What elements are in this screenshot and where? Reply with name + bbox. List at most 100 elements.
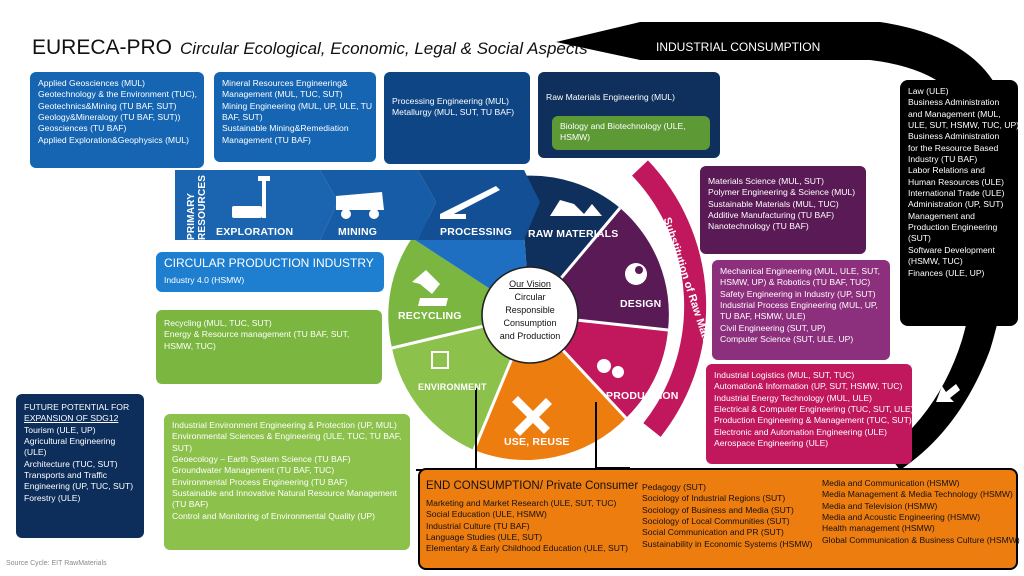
box-line: Labor Relations and xyxy=(908,165,985,176)
box-line: Media and Acoustic Engineering (HSMW) xyxy=(822,512,981,523)
box-line: Media Management & Media Technology (HSM… xyxy=(822,489,1013,500)
box-line: Forestry (ULE) xyxy=(24,492,81,503)
box-line: Polymer Engineering & Science (MUL) xyxy=(708,187,856,198)
exploration-label: EXPLORATION xyxy=(216,226,294,238)
box-line: Marketing and Market Research (ULE, SUT,… xyxy=(426,498,617,508)
box-line: Groundwater Management (TU BAF, TUC) xyxy=(172,465,335,476)
dump-truck-icon xyxy=(336,192,384,219)
law-business-box: Law (ULE) Business Administration and Ma… xyxy=(900,80,1018,326)
end-consumption-box: END CONSUMPTION/ Private Consumer Market… xyxy=(418,468,1020,570)
gears-icon xyxy=(597,359,624,378)
box-line: Biology and Biotechnology (ULE, xyxy=(560,121,686,131)
biology-box: Biology and Biotechnology (ULE, HSMW) xyxy=(552,116,710,150)
cpi-title: CIRCULAR PRODUCTION INDUSTRY xyxy=(164,256,374,270)
box-line: Sociology of Industrial Regions (SUT) xyxy=(642,493,786,504)
box-line: Transports and Traffic xyxy=(24,470,108,481)
vision-line: Consumption xyxy=(503,318,557,329)
box-line: (ULE) xyxy=(24,447,47,458)
box-line: Sustainability in Economic Systems (HSMW… xyxy=(642,538,813,549)
circular-production-box: CIRCULAR PRODUCTION INDUSTRY Industry 4.… xyxy=(156,252,384,292)
box-line: Automation& Information (UP, SUT, HSMW, … xyxy=(714,381,903,392)
box-line: International Trade (ULE) xyxy=(908,188,1005,199)
box-line: Sociology of Business and Media (SUT) xyxy=(642,504,794,515)
box-line: Applied Exploration&Geophysics (MUL) xyxy=(38,134,189,145)
box-line: HSMW, UP) & Robotics (TU BAF, TUC) xyxy=(720,277,871,288)
box-line: Elementary & Early Childhood Education (… xyxy=(426,543,629,554)
box-line: and Management (MUL, xyxy=(908,108,1001,119)
processing-label: PROCESSING xyxy=(440,226,513,238)
box-line: Language Studies (ULE, SUT) xyxy=(426,532,543,543)
box-line: Engineering (UP, TUC, SUT) xyxy=(24,481,134,492)
mining-label: MINING xyxy=(338,226,378,238)
end-consumption-col1: Marketing and Market Research (ULE, SUT,… xyxy=(426,498,628,555)
box-line: Agricultural Engineering xyxy=(24,436,116,447)
box-line: Management (MUL, TUC, SUT) xyxy=(222,89,343,100)
box-line: Aerospace Engineering (ULE) xyxy=(714,438,829,449)
box-line: Computer Science (SUT, ULE, UP) xyxy=(720,334,854,345)
materials-science-box: Materials Science (MUL, SUT) Polymer Eng… xyxy=(700,166,866,254)
arrow-left-icon xyxy=(848,66,876,83)
box-line: Sociology of Local Communities (SUT) xyxy=(642,516,790,527)
box-line: Management (TU BAF) xyxy=(222,134,311,145)
box-line: Social Education (ULE, HSMW) xyxy=(426,509,547,520)
box-line: (HSMW, TUC) xyxy=(908,256,963,267)
box-line: ULE, SUT, HSMW, TUC, UP) xyxy=(908,120,1018,131)
box-line: Business Administration xyxy=(908,131,1000,142)
primary-line: RESOURCES xyxy=(197,174,208,240)
source-note: Source Cycle: EIT RawMaterials xyxy=(6,560,107,567)
use-reuse-label: USE, REUSE xyxy=(504,436,570,448)
box-line: Materials Science (MUL, SUT) xyxy=(708,176,825,186)
primary-line: PRIMARY xyxy=(186,192,197,240)
box-line: Geotechnics&Mining (TU BAF, SUT) xyxy=(38,100,177,111)
box-line: Mineral Resources Engineering& xyxy=(222,78,348,88)
box-line: Industrial Environment Engineering & Pro… xyxy=(172,420,397,430)
exploration-band xyxy=(175,170,338,240)
geosciences-box: Applied Geosciences (MUL) Geotechnology … xyxy=(30,72,204,168)
environment-box: Industrial Environment Engineering & Pro… xyxy=(164,414,410,550)
box-line: TU BAF, HSMW, ULE) xyxy=(720,311,806,322)
box-line: (SUT) xyxy=(908,233,931,244)
end-consumption-col3: Media and Communication (HSMW) Media Man… xyxy=(822,478,1020,546)
drill-rig-icon xyxy=(232,176,270,218)
box-line: Industrial Process Engineering (MUL, UP, xyxy=(720,300,878,311)
box-line: Mining Engineering (MUL, UP, ULE, TU xyxy=(222,100,373,111)
vision-line: Responsible xyxy=(505,305,555,316)
box-line: (TU BAF) xyxy=(172,499,209,510)
primary-resources-label: PRIMARY RESOURCES xyxy=(186,175,208,240)
box-line: Civil Engineering (SUT, UP) xyxy=(720,322,826,333)
box-line: HSMW, TUC) xyxy=(164,340,216,351)
processing-band xyxy=(418,170,540,240)
box-line: Geology&Mineralogy (TU BAF, SUT)) xyxy=(38,112,181,123)
box-line: Health management (HSMW) xyxy=(822,523,935,534)
box-line: Global Communication & Business Culture … xyxy=(822,534,1020,545)
box-line: Architecture (TUC, SUT) xyxy=(24,458,118,469)
box-line: Production Engineering & Management (TUC… xyxy=(714,415,912,426)
vision-heading: Our Vision xyxy=(509,279,551,289)
industrial-consumption-label: INDUSTRIAL CONSUMPTION xyxy=(656,40,821,54)
box-line: Applied Geosciences (MUL) xyxy=(38,78,145,88)
design-label: DESIGN xyxy=(620,298,662,310)
box-line: Environmental Sciences & Engineering (UL… xyxy=(172,431,402,442)
processing-box: Processing Engineering (MUL) Metallurgy … xyxy=(384,72,530,164)
box-line: Processing Engineering (MUL) xyxy=(392,96,510,106)
box-line: Administration (UP, SUT) xyxy=(908,199,1004,210)
head-gears-icon xyxy=(625,263,647,285)
vision-line: Circular xyxy=(514,292,546,303)
tools-icon xyxy=(512,396,552,436)
box-line: Finances (ULE, UP) xyxy=(908,267,985,278)
box-line: Nanotechnology (TU BAF) xyxy=(708,221,809,232)
box-line: Electronic and Automation Engineering (U… xyxy=(714,426,887,437)
box-line: Control and Monitoring of Environmental … xyxy=(172,510,375,521)
recycle-icon xyxy=(412,270,448,306)
box-line: Business Administration xyxy=(908,97,1000,108)
box-line: Metallurgy (MUL, SUT, TU BAF) xyxy=(392,107,515,118)
box-line: Management and xyxy=(908,210,975,221)
environment-label: ENVIRONMENT xyxy=(418,382,487,392)
box-line: Human Resources (ULE) xyxy=(908,176,1004,187)
box-line: Raw Materials Engineering (MUL) xyxy=(546,92,675,102)
box-line: BAF, SUT) xyxy=(222,112,263,123)
end-consumption-col2: Pedagogy (SUT) Sociology of Industrial R… xyxy=(642,482,813,550)
box-line: Law (ULE) xyxy=(908,86,949,96)
box-line: Industrial Culture (TU BAF) xyxy=(426,520,530,531)
